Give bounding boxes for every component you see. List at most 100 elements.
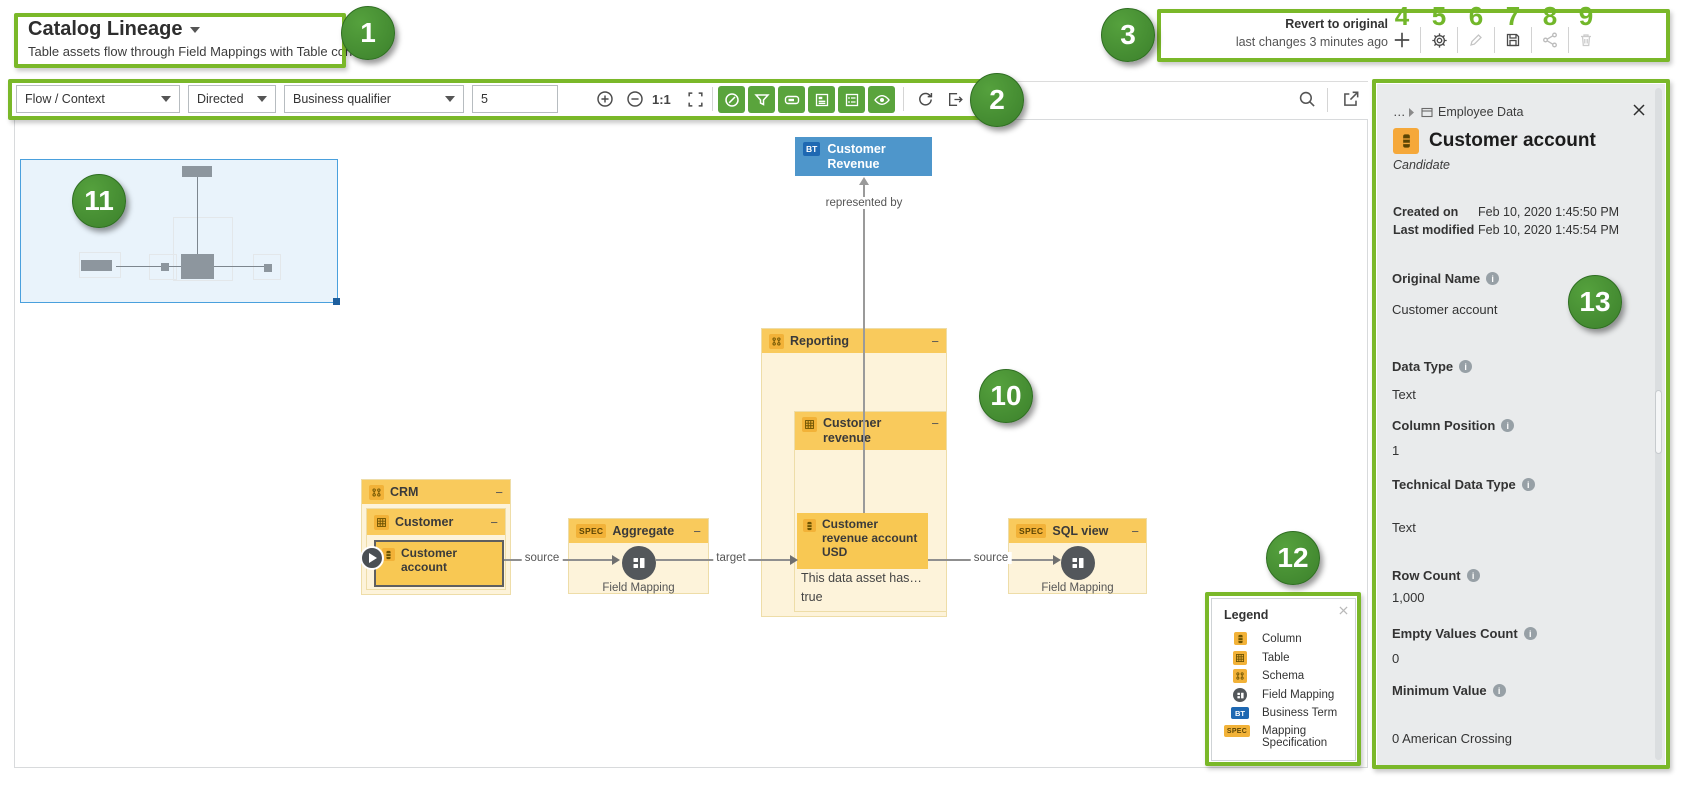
export-button[interactable]	[942, 86, 968, 112]
business-term-icon: BT	[1231, 707, 1249, 719]
search-button[interactable]	[1294, 86, 1320, 112]
customer-revenue-account-node[interactable]: Customer revenue account USD	[797, 513, 928, 569]
card-icon	[813, 91, 831, 109]
domain-icon	[1421, 107, 1433, 118]
lineage-canvas[interactable]: BT Customer Revenue represented by Repor…	[14, 119, 1368, 768]
fit-to-screen-icon	[686, 90, 705, 109]
attribute-value: 0 American Crossing	[1392, 731, 1512, 746]
field-mapping-node[interactable]	[621, 546, 656, 580]
settings-button[interactable]	[1426, 27, 1452, 53]
page-title[interactable]: Catalog Lineage	[28, 18, 201, 41]
open-in-new-button[interactable]	[1338, 86, 1364, 112]
collapse-button[interactable]: −	[1131, 523, 1139, 539]
info-icon[interactable]	[1459, 360, 1473, 373]
edge-label: target	[713, 552, 749, 564]
collapse-button[interactable]: −	[931, 416, 939, 431]
share-button[interactable]	[1537, 27, 1563, 53]
zoom-out-button[interactable]	[622, 86, 648, 112]
zoom-in-button[interactable]	[592, 86, 618, 112]
delete-button[interactable]	[1573, 27, 1599, 53]
breadcrumb-domain[interactable]: Employee Data	[1438, 105, 1524, 119]
aggregate-group-header[interactable]: SPEC Aggregate −	[569, 519, 708, 543]
meta-value: Feb 10, 2020 1:45:54 PM	[1478, 223, 1620, 237]
minimap-ghost-rect	[149, 254, 177, 280]
business-term-node[interactable]: BT Customer Revenue	[795, 137, 932, 176]
zoom-ratio-button[interactable]: 1:1	[652, 92, 671, 107]
panel-close-button[interactable]	[1633, 104, 1645, 116]
depth-input[interactable]	[472, 85, 558, 113]
customer-table-header[interactable]: Customer −	[367, 509, 505, 535]
zoom-in-icon	[595, 89, 615, 109]
aggregate-spec-group[interactable]: SPEC Aggregate − Field Mapping	[568, 518, 709, 594]
customer-account-node[interactable]: Customer account	[374, 540, 504, 587]
crm-group-header[interactable]: CRM −	[362, 480, 510, 504]
divider	[1531, 27, 1532, 53]
attribute-label: Row Count	[1392, 568, 1480, 583]
minimap[interactable]	[20, 159, 340, 305]
breadcrumb-ellipsis[interactable]: …	[1393, 105, 1406, 119]
collapse-button[interactable]: −	[931, 333, 939, 349]
list-toggle-button[interactable]	[838, 86, 865, 113]
node-annotation-text: true	[801, 590, 823, 604]
gauge-toggle-button[interactable]	[718, 86, 745, 113]
minimap-resize-handle[interactable]	[333, 298, 340, 305]
sql-view-spec-group[interactable]: SPEC SQL view − Field Mapping	[1008, 518, 1147, 594]
collapse-button[interactable]: −	[693, 523, 701, 539]
edit-button[interactable]	[1463, 27, 1489, 53]
chevron-down-icon[interactable]	[190, 26, 201, 33]
toolbar-divider-line	[8, 81, 1368, 82]
direction-select[interactable]: Directed	[188, 85, 276, 113]
eye-icon	[873, 91, 891, 109]
fit-to-screen-button[interactable]	[682, 86, 708, 112]
card-toggle-button[interactable]	[808, 86, 835, 113]
label-toggle-button[interactable]	[778, 86, 805, 113]
collapse-button[interactable]: −	[490, 514, 498, 530]
group-label: Reporting	[790, 334, 850, 348]
edge-label: source	[521, 552, 563, 564]
edge-arrowhead	[612, 555, 620, 565]
attribute-value: 0	[1392, 651, 1400, 666]
save-button[interactable]	[1500, 27, 1526, 53]
business-term-chip: BT	[803, 142, 821, 156]
asset-title: Customer account	[1429, 130, 1596, 151]
column-label: Customer account	[401, 546, 458, 574]
info-icon[interactable]	[1486, 272, 1500, 285]
flow-context-select[interactable]: Flow / Context	[16, 85, 180, 113]
filter-toggle-button[interactable]	[748, 86, 775, 113]
minimap-node	[81, 260, 112, 271]
visibility-toggle-button[interactable]	[868, 86, 895, 113]
divider	[1457, 27, 1458, 53]
sql-view-group-header[interactable]: SPEC SQL view −	[1009, 519, 1146, 543]
info-icon[interactable]	[1466, 569, 1480, 582]
legend-item-column: Column	[1212, 632, 1355, 648]
attribute-value: 1	[1392, 443, 1400, 458]
refresh-button[interactable]	[912, 86, 938, 112]
reporting-group-header[interactable]: Reporting −	[762, 329, 946, 353]
qualifier-select[interactable]: Business qualifier	[284, 85, 464, 113]
legend-title: Legend	[1224, 608, 1269, 622]
edge-arrowhead	[790, 555, 798, 565]
info-icon[interactable]	[1501, 419, 1515, 432]
info-icon[interactable]	[1523, 627, 1537, 640]
page-subtitle: Table assets flow through Field Mappings…	[28, 44, 374, 59]
play-icon	[369, 553, 377, 563]
revert-to-original[interactable]: Revert to original last changes 3 minute…	[1170, 15, 1388, 51]
legend-close-button[interactable]	[1339, 606, 1348, 615]
info-icon[interactable]	[1521, 478, 1535, 491]
legend-panel: Legend Column Table Schema Field Mapping…	[1211, 598, 1356, 761]
meta-label: Created on	[1393, 205, 1459, 219]
customer-revenue-table-header[interactable]: Customer revenue −	[795, 412, 946, 450]
trace-play-button[interactable]	[360, 546, 384, 570]
scrollbar-thumb[interactable]	[1655, 390, 1662, 454]
minimap-node	[161, 263, 169, 271]
add-button[interactable]	[1389, 27, 1415, 53]
info-icon[interactable]	[1492, 684, 1506, 697]
customer-revenue-table-group[interactable]: Customer revenue −	[794, 411, 947, 612]
minimap-node	[182, 166, 212, 177]
attribute-label: Column Position	[1392, 418, 1515, 433]
collapse-button[interactable]: −	[495, 484, 503, 500]
mapping-specification-icon: SPEC	[1224, 725, 1250, 737]
revert-label[interactable]: Revert to original	[1285, 17, 1388, 31]
annotation-badge-3: 3	[1101, 8, 1155, 62]
field-mapping-node[interactable]	[1060, 546, 1095, 580]
